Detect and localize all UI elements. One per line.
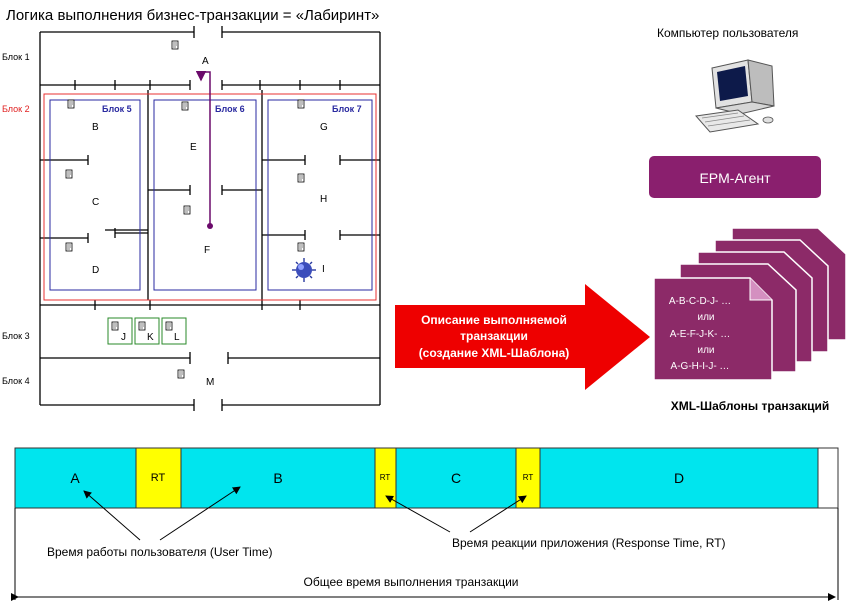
node-j-box: [107, 317, 133, 345]
block-6-label: Блок 6: [215, 104, 245, 114]
node-a: A: [202, 56, 209, 67]
template-line2: или: [697, 312, 714, 323]
node-k: K: [147, 332, 154, 343]
epm-agent-box: [649, 156, 821, 198]
total-time-label: Общее время выполнения транзакции: [304, 575, 519, 589]
arrow-text-line3: (создание XML-Шаблона): [419, 346, 570, 360]
segment-a: [14, 447, 137, 509]
node-l-box: [161, 317, 187, 345]
rt-label: Время реакции приложения (Response Time,…: [452, 536, 726, 550]
node-c: C: [92, 197, 99, 208]
description-arrow: [395, 284, 650, 390]
segment-c-label: C: [451, 470, 461, 486]
computer-icon: [695, 59, 775, 133]
segment-end: [817, 447, 839, 509]
segment-rt3-label: RT: [523, 473, 534, 482]
templates-caption: XML-Шаблоны транзакций: [671, 399, 830, 413]
segment-rt3: [515, 447, 541, 509]
block-7-outline: [267, 99, 373, 291]
segment-d-label: D: [674, 470, 684, 486]
xml-template-stack: [653, 227, 847, 381]
block-1-label: Блок 1: [2, 52, 30, 62]
node-g: G: [320, 122, 328, 133]
block-5-label: Блок 5: [102, 104, 132, 114]
block-6-outline: [153, 99, 257, 291]
block-4-label: Блок 4: [2, 376, 30, 386]
segment-d: [539, 447, 819, 509]
node-j: J: [121, 332, 126, 343]
node-i: I: [322, 264, 325, 275]
node-f: F: [204, 245, 210, 256]
node-k-box: [134, 317, 160, 345]
transaction-path: [195, 71, 213, 229]
segment-a-label: A: [70, 470, 80, 486]
block-3-label: Блок 3: [2, 331, 30, 341]
node-l: L: [174, 332, 180, 343]
maze: [39, 26, 381, 411]
node-d: D: [92, 265, 99, 276]
block-2-label: Блок 2: [2, 104, 30, 114]
virus-icon: [292, 258, 316, 282]
user-time-label: Время работы пользователя (User Time): [47, 545, 273, 559]
segment-rt1: [135, 447, 182, 509]
segment-b-label: B: [273, 470, 282, 486]
block-5-outline: [49, 99, 141, 291]
segment-rt2-label: RT: [380, 473, 391, 482]
arrow-text-line2: транзакции: [460, 329, 528, 343]
main-title: Логика выполнения бизнес-транзакции = «Л…: [6, 7, 379, 24]
timeline: [14, 447, 839, 509]
template-line4: или: [697, 345, 714, 356]
block-7-label: Блок 7: [332, 104, 362, 114]
arrow-text-line1: Описание выполняемой: [421, 313, 567, 327]
computer-label: Компьютер пользователя: [657, 26, 798, 40]
segment-c: [395, 447, 517, 509]
node-h: H: [320, 194, 327, 205]
node-e: E: [190, 142, 197, 153]
epm-agent-label: EPM-Агент: [699, 170, 771, 186]
node-m: M: [206, 377, 214, 388]
node-b: B: [92, 122, 99, 133]
template-line1: A-B-C-D-J- …: [669, 296, 731, 307]
segment-rt1-label: RT: [151, 472, 166, 484]
segment-b: [180, 447, 376, 509]
template-line3: A-E-F-J-K- …: [670, 329, 731, 340]
template-line5: A-G-H-I-J- …: [671, 361, 730, 372]
